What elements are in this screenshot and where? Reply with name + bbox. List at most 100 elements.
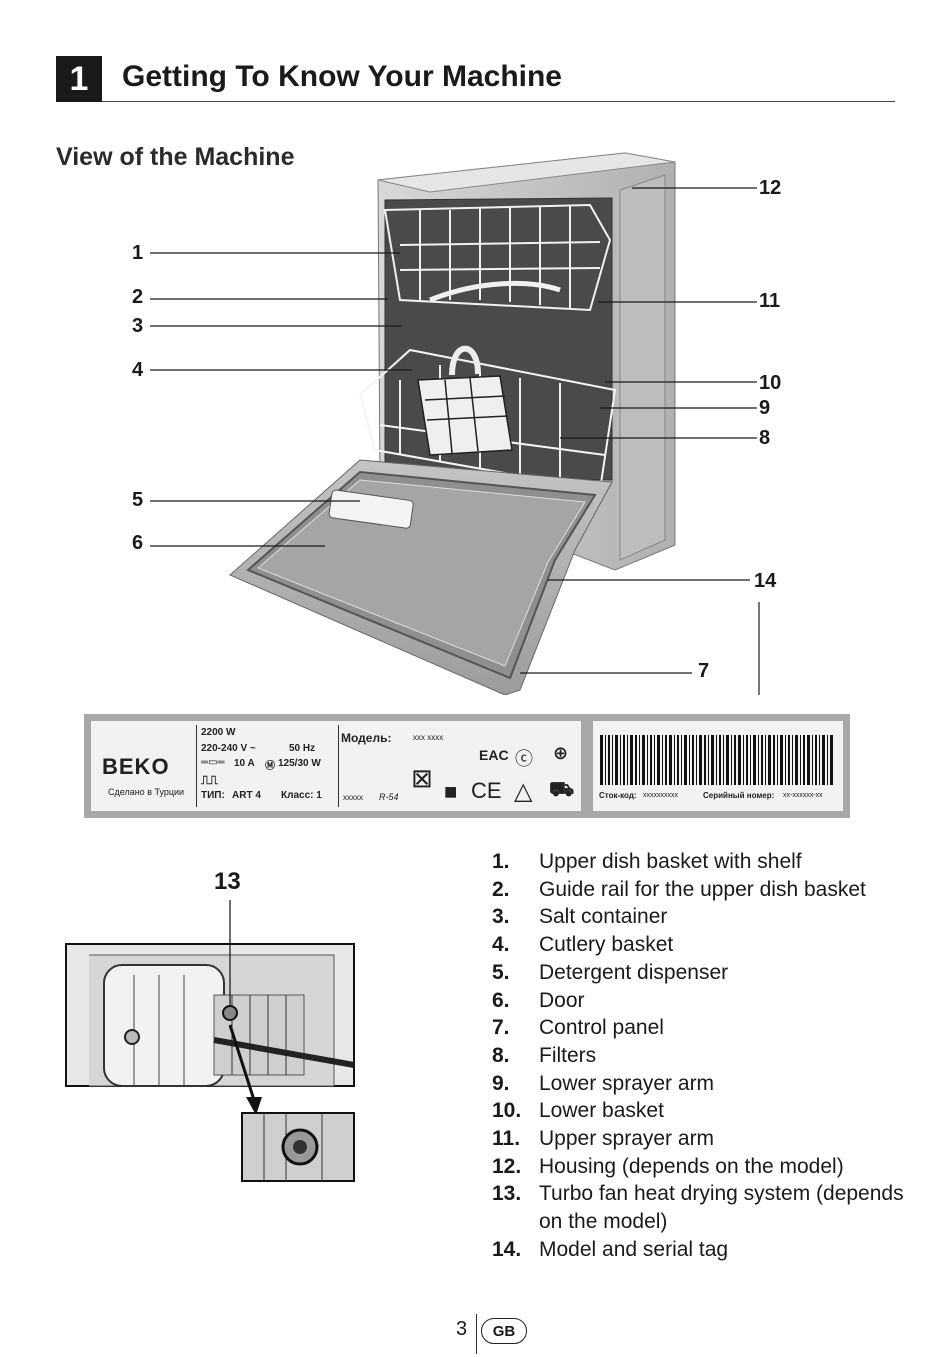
item-text: Door: [539, 989, 585, 1012]
fuse-value: 10 A: [234, 758, 255, 769]
made-in-text: Сделано в Турции: [108, 787, 184, 797]
language-badge: GB: [481, 1318, 527, 1344]
item-text: Turbo fan heat drying system (depends on…: [539, 1182, 904, 1233]
refrigerant-value: R-54: [379, 792, 399, 802]
stock-code-value: xxxxxxxxxx: [643, 792, 678, 799]
list-item: 5. Detergent dispenser: [492, 959, 912, 987]
stock-code-label: Сток-код:: [599, 791, 637, 800]
item-text: Housing (depends on the model): [539, 1155, 844, 1178]
title-rule: [102, 101, 895, 102]
power-value: 2200 W: [201, 727, 235, 738]
footer-divider: [476, 1314, 477, 1354]
item-text: Upper sprayer arm: [539, 1127, 714, 1150]
callout-11: 11: [759, 290, 780, 313]
code-value: xxxxx: [343, 793, 363, 802]
list-item: 4. Cutlery basket: [492, 931, 912, 959]
callout-6: 6: [132, 532, 143, 555]
frequency-value: 50 Hz: [289, 743, 315, 754]
callout-8: 8: [759, 427, 770, 450]
recycle-icon: ⛟: [549, 779, 574, 804]
serial-value: xx-xxxxxx-xx: [783, 792, 823, 799]
item-number: 4.: [492, 931, 510, 959]
item-text: Filters: [539, 1044, 596, 1067]
list-item: 10. Lower basket: [492, 1097, 912, 1125]
callout-4: 4: [132, 359, 143, 382]
item-number: 14.: [492, 1236, 521, 1264]
list-item: 11. Upper sprayer arm: [492, 1125, 912, 1153]
heater-icon: ⎍⎍: [201, 773, 218, 788]
list-item: 2. Guide rail for the upper dish basket: [492, 876, 912, 904]
item-number: 8.: [492, 1042, 510, 1070]
item-text: Control panel: [539, 1016, 664, 1039]
callout-3: 3: [132, 315, 143, 338]
plate-divider: [338, 725, 339, 807]
item-text: Upper dish basket with shelf: [539, 850, 802, 873]
callout-9: 9: [759, 397, 770, 420]
item-number: 2.: [492, 876, 510, 904]
serial-label: Серийный номер:: [703, 791, 774, 800]
callout-1: 1: [132, 242, 143, 265]
list-item: 8. Filters: [492, 1042, 912, 1070]
ce-mark: CE: [471, 778, 502, 804]
item-number: 5.: [492, 959, 510, 987]
item-number: 11.: [492, 1125, 520, 1153]
item-number: 13.: [492, 1180, 521, 1208]
turbo-fan-detail: 13: [64, 865, 364, 1185]
weee-bin-icon: ⊠: [411, 763, 433, 794]
barcode-icon: [600, 735, 836, 785]
motor-icon: Ⓜ: [265, 757, 275, 772]
list-item: 1. Upper dish basket with shelf: [492, 848, 912, 876]
class-label: Класс: 1: [281, 790, 322, 801]
item-number: 12.: [492, 1153, 521, 1181]
callout-12: 12: [759, 177, 781, 200]
callout-5: 5: [132, 489, 143, 512]
cert-icon: ⊕: [553, 743, 568, 764]
list-item: 6. Door: [492, 987, 912, 1015]
parts-list: 1. Upper dish basket with shelf 2. Guide r…: [492, 848, 912, 1264]
rating-plate-specs: BEKO Сделано в Турции 2200 W 220-240 V ~…: [91, 721, 581, 811]
leaf-icon: ■: [444, 779, 457, 805]
fuse-icon: ═▭═: [201, 757, 225, 768]
model-value: xxx xxxx: [413, 733, 443, 742]
list-item: 12. Housing (depends on the model): [492, 1153, 912, 1181]
callout-leaders: [0, 150, 950, 695]
model-label: Модель:: [341, 731, 391, 745]
gost-icon: ⓒ: [515, 745, 533, 771]
item-text: Guide rail for the upper dish basket: [539, 878, 866, 901]
item-text: Model and serial tag: [539, 1238, 728, 1261]
callout-2: 2: [132, 286, 143, 309]
item-number: 3.: [492, 903, 510, 931]
item-number: 1.: [492, 848, 510, 876]
turbo-fan-illustration: 13: [64, 865, 364, 1185]
plate-divider: [196, 725, 197, 807]
list-item: 9. Lower sprayer arm: [492, 1070, 912, 1098]
item-text: Lower sprayer arm: [539, 1072, 714, 1095]
item-number: 9.: [492, 1070, 510, 1098]
type-value: ART 4: [232, 790, 261, 801]
rating-plate: BEKO Сделано в Турции 2200 W 220-240 V ~…: [84, 714, 850, 818]
brand-logo: BEKO: [102, 754, 170, 780]
item-number: 6.: [492, 987, 510, 1015]
item-text: Salt container: [539, 905, 667, 928]
item-text: Lower basket: [539, 1099, 664, 1122]
eac-mark: EAC: [479, 747, 509, 763]
item-number: 10.: [492, 1097, 521, 1125]
voltage-value: 220-240 V ~: [201, 743, 256, 754]
list-item: 14. Model and serial tag: [492, 1236, 912, 1264]
item-text: Detergent dispenser: [539, 961, 728, 984]
page-number: 3: [456, 1318, 467, 1341]
machine-diagram: 1 2 3 4 5 6 7 8 9 10 11 12 14: [0, 150, 950, 695]
list-item: 3. Salt container: [492, 903, 912, 931]
page-title: Getting To Know Your Machine: [122, 60, 562, 94]
callout-10: 10: [759, 372, 781, 395]
motor-value: 125/30 W: [278, 758, 321, 769]
callout-13: 13: [214, 868, 241, 895]
item-number: 7.: [492, 1014, 510, 1042]
item-text: Cutlery basket: [539, 933, 673, 956]
section-number: 1: [56, 56, 102, 102]
de-warning-icon: △: [514, 777, 532, 806]
callout-14: 14: [754, 570, 776, 593]
serial-tag: Сток-код: xxxxxxxxxx Серийный номер: xx-…: [593, 721, 843, 811]
list-item: 7. Control panel: [492, 1014, 912, 1042]
callout-7: 7: [698, 660, 709, 683]
